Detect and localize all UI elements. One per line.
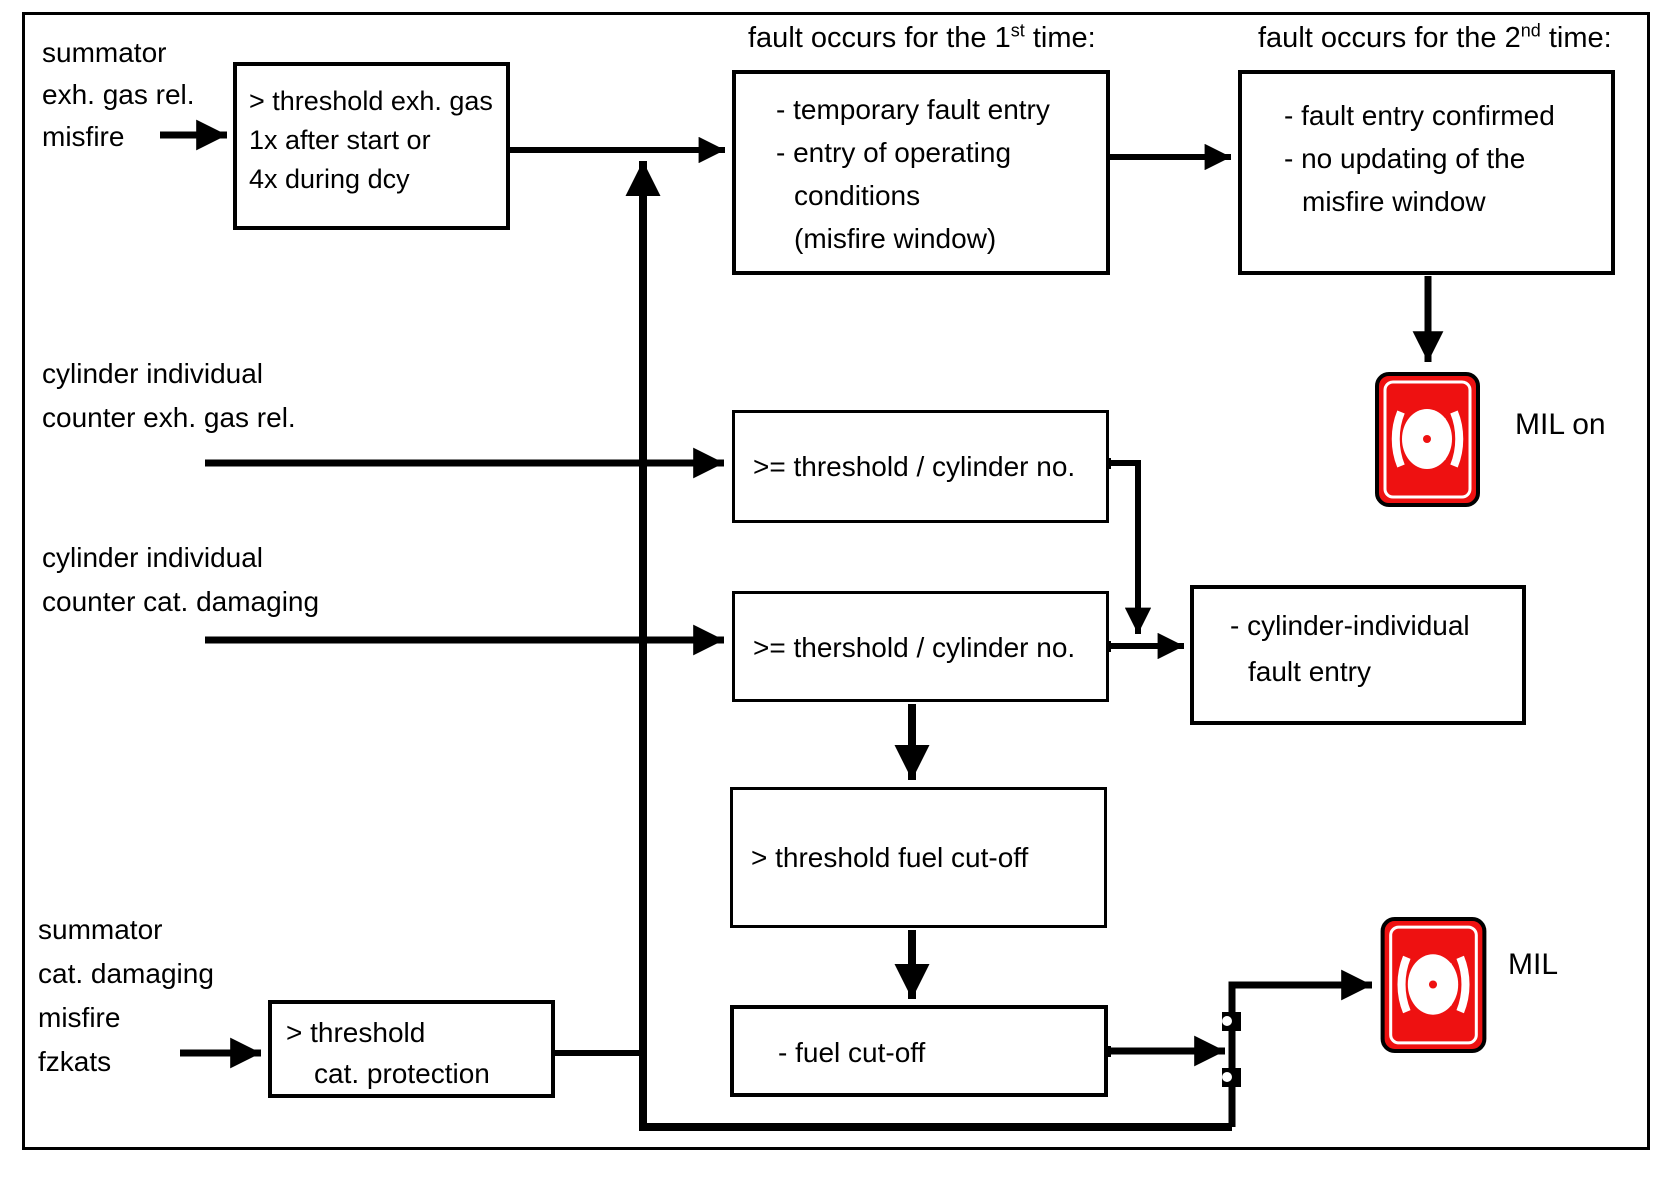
box-threshold-cylinder-cat: >= thershold / cylinder no.	[732, 591, 1109, 702]
feedback-line	[625, 161, 1232, 1131]
label-cylinder-cat: cylinder individual counter cat. damagin…	[42, 542, 320, 617]
heading-second-fault: fault occurs for the 2nd time:	[1258, 20, 1612, 54]
box-threshold-cat-protection: > threshold cat. protection	[268, 1000, 555, 1098]
box-temporary-fault-entry: - temporary fault entry - entry of opera…	[732, 70, 1110, 275]
box-threshold-cylinder-exh: >= threshold / cylinder no.	[732, 410, 1109, 523]
box-cylinder-individual-fault-entry: - cylinder-individual fault entry	[1190, 585, 1526, 725]
mil-lamp-icon	[1380, 917, 1487, 1053]
label-summator-exh: summator exh. gas rel. misfire	[42, 37, 195, 152]
box-fuel-cutoff: - fuel cut-off	[730, 1005, 1108, 1097]
heading-first-fault: fault occurs for the 1st time:	[748, 20, 1096, 54]
junction-connector-icon	[1222, 1012, 1241, 1031]
mil-label: MIL	[1508, 948, 1559, 981]
box-fault-entry-confirmed: - fault entry confirmed - no updating of…	[1238, 70, 1615, 275]
diagram-border	[22, 12, 1650, 1150]
junction-connector-icon	[1222, 1068, 1241, 1087]
line-cylexh-junction-down	[1106, 460, 1152, 634]
label-summator-cat: summator cat. damaging misfire fzkats	[38, 914, 214, 1077]
box-threshold-fuel-cutoff: > threshold fuel cut-off	[730, 787, 1107, 928]
mil-lamp-icon	[1375, 372, 1480, 507]
box-threshold-exh-gas: > threshold exh. gas 1x after start or 4…	[233, 62, 510, 230]
label-cylinder-exh: cylinder individual counter exh. gas rel…	[42, 358, 296, 433]
mil-on-label: MIL on	[1515, 408, 1606, 441]
line-riser-to-mil	[1228, 969, 1372, 1127]
